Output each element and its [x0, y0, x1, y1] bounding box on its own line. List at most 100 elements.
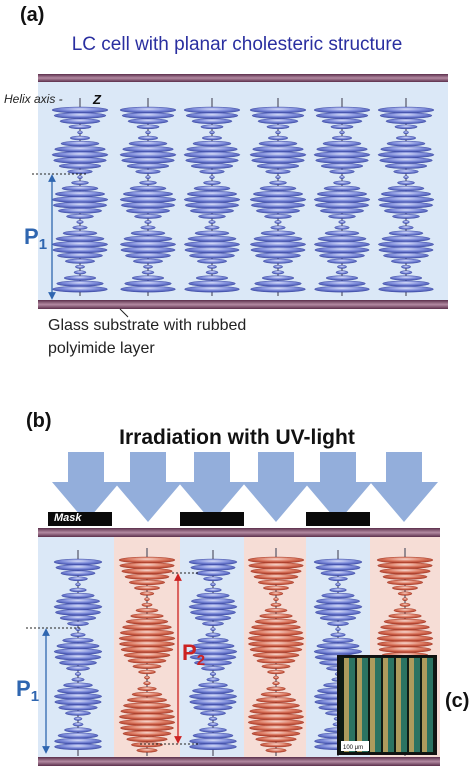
helix-disc: [208, 220, 216, 224]
helix-disc: [330, 632, 346, 637]
helix-disc: [329, 169, 355, 174]
helix-disc: [315, 609, 361, 616]
helix-disc: [250, 568, 302, 575]
helix-disc: [393, 169, 419, 174]
micrograph-stripe: [409, 658, 414, 752]
helix-disc: [56, 642, 100, 650]
helix-disc: [267, 135, 289, 141]
helix-disc: [183, 151, 241, 158]
helix-disc: [251, 624, 301, 631]
helix-disc: [267, 669, 285, 675]
helix-disc: [119, 640, 175, 648]
helix-disc: [210, 627, 216, 631]
mask-block: [306, 512, 370, 526]
helix-disc: [55, 235, 105, 242]
helix-disc: [210, 582, 216, 587]
helix-disc: [128, 140, 168, 147]
helix-disc: [376, 556, 434, 564]
helix-disc: [209, 672, 217, 676]
helix-disc: [194, 659, 232, 666]
mask-block: [180, 512, 244, 526]
panel-c-label: (c): [445, 690, 470, 712]
helix-disc: [256, 658, 296, 664]
helix-disc: [399, 602, 411, 607]
helix-disc: [126, 163, 170, 169]
helix-disc: [123, 652, 171, 659]
helix: [51, 98, 109, 296]
helix-disc: [205, 632, 221, 637]
helix-disc: [256, 163, 300, 169]
helix-disc: [120, 202, 176, 209]
helix-disc: [256, 697, 296, 703]
helix-disc: [74, 672, 82, 676]
top-substrate-a: [38, 74, 448, 82]
helix-disc: [198, 682, 228, 688]
helix-disc: [263, 585, 289, 591]
helix-disc: [195, 275, 229, 281]
helix-disc: [120, 708, 174, 715]
helix-disc: [200, 124, 224, 130]
helix-disc: [68, 124, 92, 130]
helix-disc: [137, 135, 159, 141]
helix-disc: [379, 112, 433, 119]
helix-disc: [318, 280, 366, 287]
helix-disc: [188, 603, 238, 610]
helix: [249, 98, 307, 296]
helix-disc: [275, 175, 281, 179]
helix: [53, 550, 103, 756]
helix-disc: [263, 258, 293, 264]
helix-disc: [190, 163, 234, 169]
helix-disc: [273, 675, 279, 680]
micrograph-stripe: [383, 658, 388, 752]
helix-disc: [203, 576, 223, 582]
helix-disc: [378, 286, 434, 293]
helix-disc: [120, 286, 176, 293]
helix-disc: [130, 230, 166, 236]
helix-disc: [383, 618, 427, 625]
helix-disc: [382, 280, 430, 287]
helix-disc: [393, 608, 417, 613]
mask-label: Mask: [54, 512, 82, 524]
helix-disc: [315, 564, 361, 571]
helix-disc: [136, 124, 160, 130]
helix-disc: [55, 190, 105, 198]
helix-disc: [335, 582, 341, 587]
helix-disc: [59, 118, 101, 124]
helix-disc: [209, 175, 215, 179]
uv-arrow: [370, 452, 438, 522]
helix-disc: [337, 264, 347, 269]
helix-disc: [313, 603, 363, 610]
scale-bar-label: 100 μm: [343, 745, 363, 751]
helix-disc: [264, 214, 292, 219]
helix-disc: [126, 736, 168, 742]
helix-disc: [53, 558, 103, 566]
helix-disc: [54, 738, 102, 745]
helix-disc: [252, 702, 300, 709]
helix-disc: [185, 112, 239, 119]
helix-disc: [134, 214, 162, 219]
helix-disc: [270, 225, 286, 230]
helix-disc: [314, 286, 370, 293]
helix-disc: [118, 556, 176, 564]
helix-disc: [316, 642, 360, 650]
helix-disc: [268, 591, 284, 596]
helix-disc: [139, 180, 157, 185]
helix-disc: [54, 654, 102, 661]
helix-disc: [394, 124, 418, 130]
helix-disc: [119, 562, 175, 569]
helix-disc: [139, 591, 155, 596]
helix-disc: [202, 621, 224, 626]
helix-disc: [258, 140, 298, 147]
helix-disc: [317, 235, 367, 242]
helix-disc: [398, 225, 414, 230]
helix-disc: [190, 609, 236, 616]
micrograph-stripe: [396, 658, 401, 752]
helix-disc: [123, 190, 173, 198]
helix-disc: [131, 275, 165, 281]
helix: [247, 548, 305, 756]
helix-disc: [60, 570, 96, 576]
helix-disc: [188, 558, 238, 566]
helix-disc: [199, 727, 227, 733]
